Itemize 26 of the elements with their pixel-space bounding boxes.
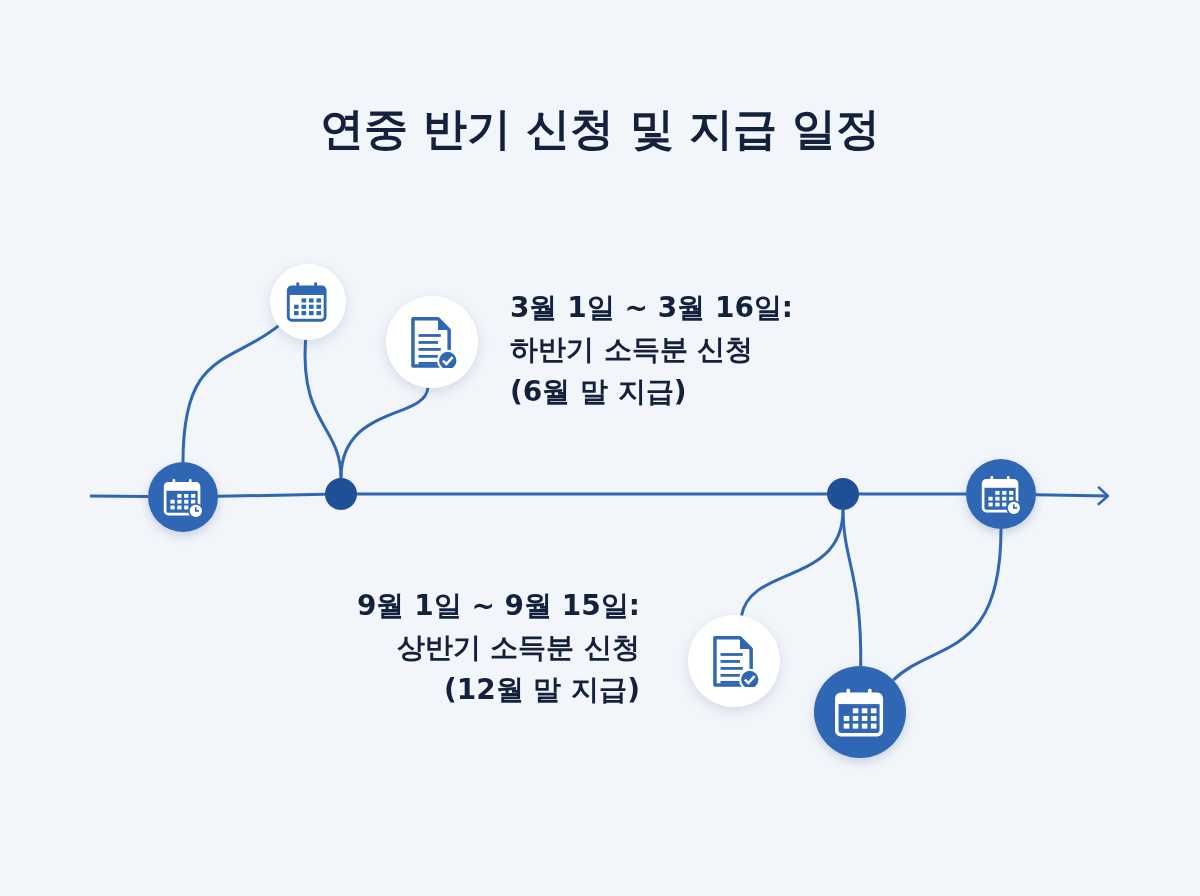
connector-line: [90, 494, 148, 499]
icon-circle: [270, 264, 346, 340]
schedule-text: 3월 1일 ~ 3월 16일:: [510, 290, 794, 326]
title: 연중 반기 신청 및 지급 일정: [318, 102, 882, 156]
icon-circle: [386, 296, 478, 388]
connector-line: [181, 324, 280, 463]
timeline-arrow: [1035, 485, 1110, 507]
timeline-dot: [827, 478, 859, 510]
schedule-text: 9월 1일 ~ 9월 15일:: [356, 588, 640, 624]
schedule-text: (6월 말 지급): [510, 374, 687, 410]
connector-line: [217, 492, 326, 498]
schedule-text: (12월 말 지급): [443, 672, 640, 708]
connector-line: [357, 492, 827, 496]
timeline-dot: [325, 478, 357, 510]
icon-circle: [814, 666, 906, 758]
icon-circle: [966, 459, 1036, 529]
connector-line: [841, 509, 863, 666]
schedule-text: 상반기 소득분 신청: [396, 630, 640, 666]
connector-line: [740, 509, 845, 617]
connector-line: [339, 387, 430, 479]
connector-line: [892, 528, 1003, 682]
connector-line: [859, 492, 966, 496]
schedule-text: 하반기 소득분 신청: [510, 332, 754, 368]
connector-line: [303, 339, 343, 479]
icon-circle: [688, 615, 780, 707]
icon-circle: [148, 462, 218, 532]
